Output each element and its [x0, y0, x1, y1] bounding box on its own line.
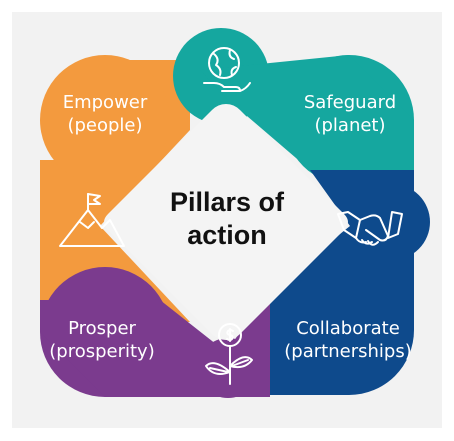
pillar-prosper-title: Prosper [68, 318, 136, 339]
mountain-flag-icon [59, 193, 125, 247]
pillar-collaborate-shape [270, 170, 414, 395]
handshake-icon [337, 211, 403, 246]
pillar-empower-title: Empower [63, 92, 148, 113]
pillar-collaborate [270, 170, 430, 395]
pillar-prosper-subtitle: (prosperity) [49, 341, 154, 362]
pillar-empower [40, 55, 190, 322]
pillar-empower-tail [40, 200, 100, 260]
pillar-prosper-shape [40, 290, 270, 397]
pillar-empower-blob [40, 55, 170, 185]
center-title-line2: action [187, 220, 267, 250]
center-title-line1: Pillars of [170, 187, 285, 217]
center-diamond-shape [104, 104, 348, 340]
pillar-safeguard-title: Safeguard [304, 92, 396, 113]
pillar-prosper [40, 267, 270, 398]
pillar-safeguard-shape [200, 55, 414, 170]
globe-in-hand-icon [203, 47, 251, 92]
pillar-safeguard-subtitle: (planet) [314, 115, 385, 136]
money-plant-icon [205, 323, 253, 385]
pillar-collaborate-title: Collaborate [296, 318, 400, 339]
pillar-collaborate-subtitle: (partnerships) [284, 341, 411, 362]
pillar-empower-subtitle: (people) [67, 115, 142, 136]
pillar-safeguard [173, 28, 414, 185]
center-diamond: Pillars of action [104, 104, 348, 340]
